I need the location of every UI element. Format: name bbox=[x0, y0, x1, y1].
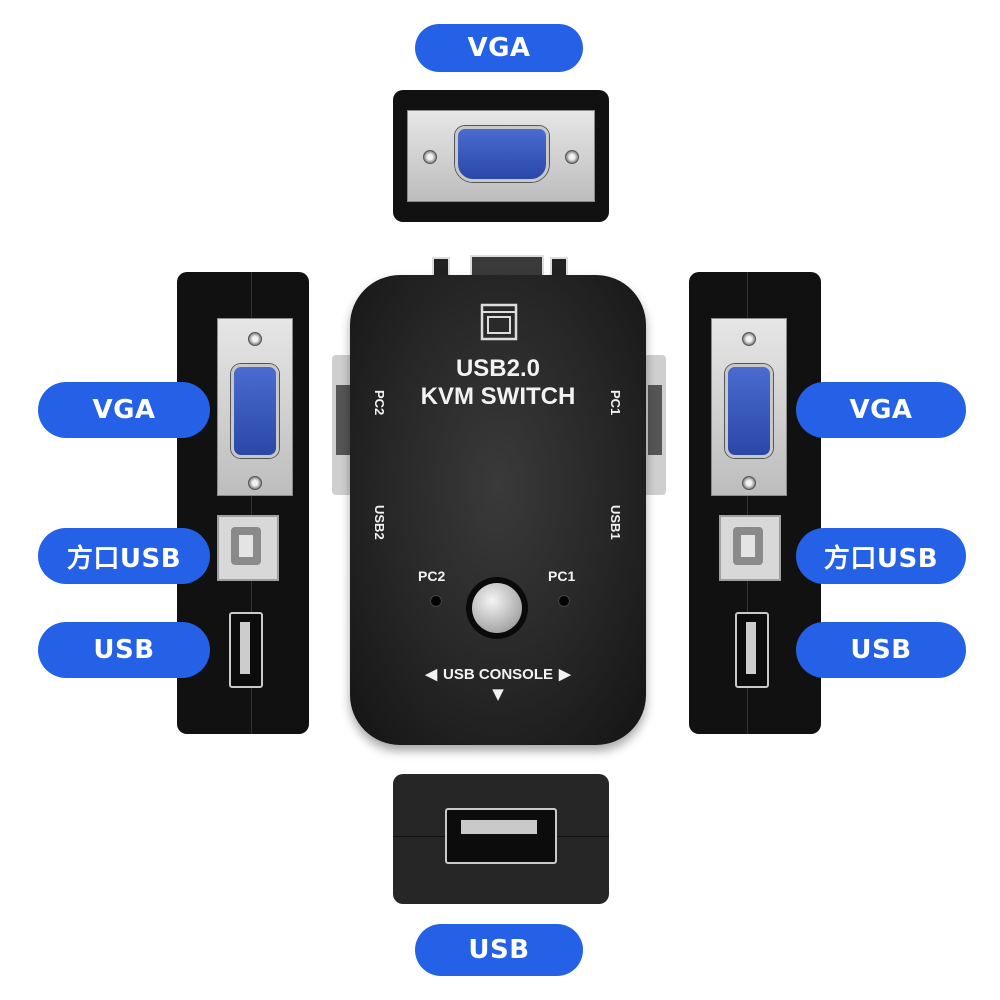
monitor-icon bbox=[480, 303, 518, 341]
screw-icon bbox=[565, 150, 579, 164]
switch-button-cap[interactable] bbox=[472, 583, 522, 633]
console-label-row: ◀ USB CONSOLE ▶ bbox=[350, 665, 646, 684]
top-vga-panel bbox=[393, 90, 609, 222]
left-side-connector bbox=[332, 355, 354, 495]
square-usb-port-icon bbox=[217, 515, 279, 581]
screw-icon bbox=[742, 476, 756, 490]
arrow-right-icon: ▶ bbox=[559, 666, 571, 683]
label-bottom-usb: USB bbox=[415, 924, 583, 976]
label-text: VGA bbox=[467, 33, 531, 63]
right-side-connector bbox=[644, 355, 666, 495]
label-left-vga: VGA bbox=[38, 382, 210, 438]
right-side-panel bbox=[689, 272, 821, 734]
label-text: 方口USB bbox=[66, 543, 182, 574]
label-text: USB bbox=[850, 635, 912, 665]
device-title-line1: USB2.0 bbox=[455, 355, 541, 382]
label-right-square-usb: 方口USB bbox=[796, 528, 966, 584]
vga-port-icon bbox=[725, 364, 773, 458]
usb-a-port-icon bbox=[735, 612, 769, 688]
screw-icon bbox=[423, 150, 437, 164]
arrow-left-icon: ◀ bbox=[425, 666, 437, 683]
arrow-down-icon: ▼ bbox=[492, 685, 504, 703]
usb-a-port-icon bbox=[445, 808, 557, 864]
screw-icon bbox=[248, 476, 262, 490]
led-pc1-indicator bbox=[558, 595, 570, 607]
led-label-pc1: PC1 bbox=[548, 568, 576, 584]
console-label: USB CONSOLE bbox=[442, 665, 553, 683]
label-text: VGA bbox=[849, 395, 913, 425]
switch-button[interactable] bbox=[466, 577, 528, 639]
label-right-usb: USB bbox=[796, 622, 966, 678]
vga-port-icon bbox=[455, 126, 549, 182]
side-label-pc2: PC2 bbox=[372, 390, 387, 416]
screw-icon bbox=[248, 332, 262, 346]
side-label-usb1: USB1 bbox=[608, 505, 623, 540]
label-text: USB bbox=[93, 635, 155, 665]
label-left-usb: USB bbox=[38, 622, 210, 678]
screw-icon bbox=[742, 332, 756, 346]
kvm-switch-body: USB2.0 KVM SWITCH PC2 USB2 PC1 USB1 PC2 … bbox=[350, 275, 646, 745]
led-label-pc2: PC2 bbox=[418, 568, 446, 584]
led-pc2-indicator bbox=[430, 595, 442, 607]
usb-a-port-icon bbox=[229, 612, 263, 688]
panel-seam bbox=[747, 272, 748, 734]
bottom-usb-panel bbox=[393, 774, 609, 904]
label-right-vga: VGA bbox=[796, 382, 966, 438]
label-top-vga: VGA bbox=[415, 24, 583, 72]
square-usb-port-icon bbox=[719, 515, 781, 581]
side-label-usb2: USB2 bbox=[372, 505, 387, 540]
label-left-square-usb: 方口USB bbox=[38, 528, 210, 584]
label-text: USB bbox=[468, 935, 530, 965]
device-title-line2: KVM SWITCH bbox=[420, 383, 576, 410]
panel-seam bbox=[251, 272, 252, 734]
side-label-pc1: PC1 bbox=[608, 390, 623, 416]
label-text: VGA bbox=[92, 395, 156, 425]
label-text: 方口USB bbox=[823, 543, 939, 574]
vga-port-icon bbox=[231, 364, 279, 458]
